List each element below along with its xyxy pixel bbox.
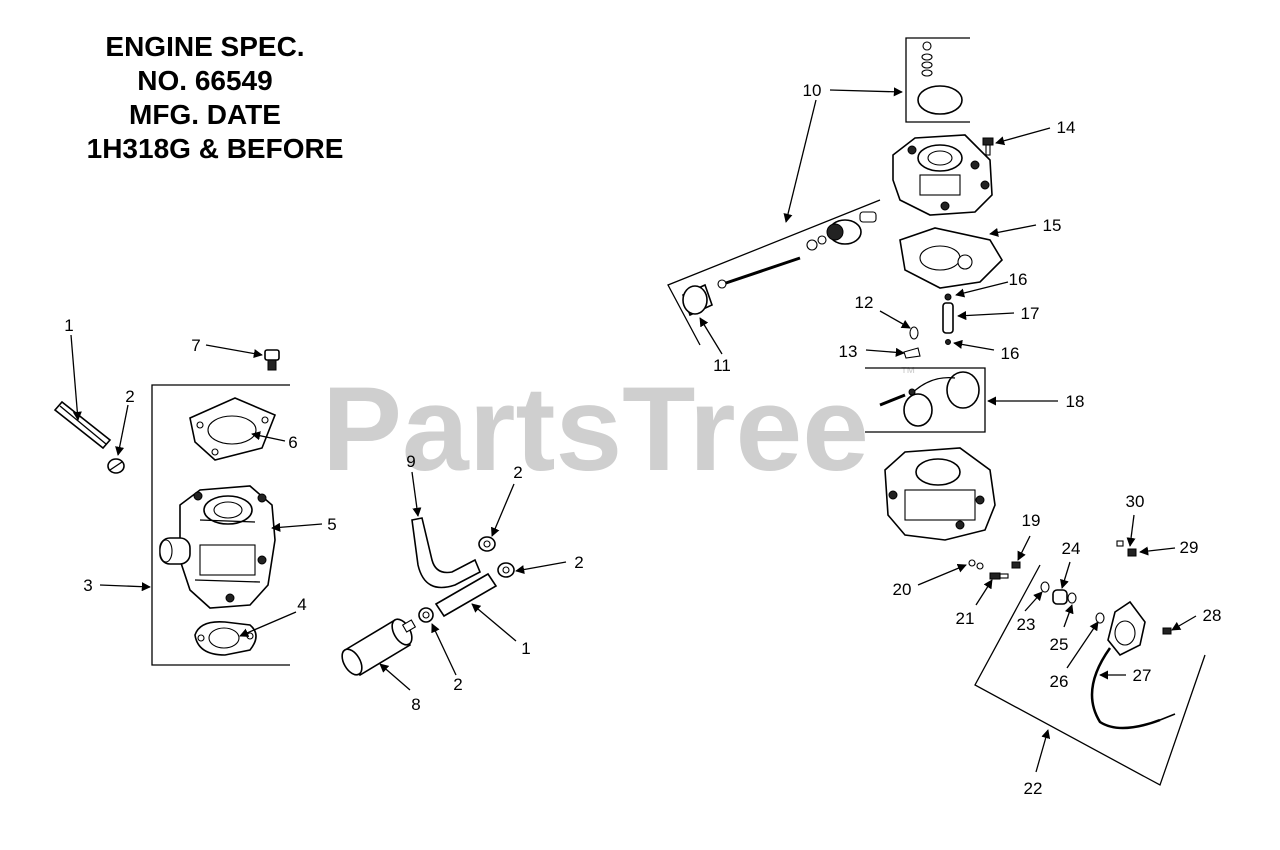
callout-20: 20 xyxy=(893,580,912,599)
callout-8: 8 xyxy=(411,695,420,714)
callout-1: 1 xyxy=(64,316,73,335)
watermark: PartsTree xyxy=(322,362,869,496)
bracket-3 xyxy=(151,384,290,666)
part-10-shaft-assembly xyxy=(717,211,877,289)
callout-12: 12 xyxy=(855,293,874,312)
left-assembly xyxy=(53,349,515,677)
callout-13: 13 xyxy=(839,342,858,361)
callout-19: 19 xyxy=(1022,511,1041,530)
callout-7: 7 xyxy=(191,336,200,355)
callout-3: 3 xyxy=(83,576,92,595)
part-2-nut xyxy=(107,458,125,474)
part-15-gasket xyxy=(899,227,1004,289)
part-17-needle xyxy=(942,293,954,345)
callout-10: 10 xyxy=(803,81,822,100)
callout-30: 30 xyxy=(1126,492,1145,511)
part-12-13-clip xyxy=(903,326,921,359)
title-line-4: 1H318G & BEFORE xyxy=(87,133,344,164)
part-5-carburetor xyxy=(159,485,276,609)
part-1-hose xyxy=(434,572,498,618)
title-line-1: ENGINE SPEC. xyxy=(105,31,304,62)
callout-27: 27 xyxy=(1133,666,1152,685)
part-1-strip xyxy=(53,400,112,450)
callout-18: 18 xyxy=(1066,392,1085,411)
part-18-float xyxy=(879,371,980,427)
callout-29: 29 xyxy=(1180,538,1199,557)
callout-23: 23 xyxy=(1017,615,1036,634)
part-9-elbow-hose xyxy=(411,517,482,589)
callout-14: 14 xyxy=(1057,118,1076,137)
callout-9: 9 xyxy=(406,452,415,471)
callout-4: 4 xyxy=(297,595,306,614)
part-4-gasket xyxy=(194,620,257,656)
parts-19-21-small xyxy=(968,559,1021,580)
callout-2c: 2 xyxy=(574,553,583,572)
upper-carburetor-body xyxy=(892,134,993,216)
lower-carburetor-body xyxy=(884,447,996,541)
part-7-screw xyxy=(264,349,280,371)
part-6-gasket xyxy=(189,397,277,461)
callout-25: 25 xyxy=(1050,635,1069,654)
title-line-3: MFG. DATE xyxy=(129,99,281,130)
callout-11: 11 xyxy=(713,356,731,375)
part-14-screw xyxy=(982,137,994,156)
part-11-bushing xyxy=(682,283,713,317)
part-2-nut-b xyxy=(478,536,496,552)
leader-lines xyxy=(70,87,1197,773)
callout-labels: 1 2 7 6 5 3 4 9 2 2 8 2 1 10 14 15 16 17… xyxy=(64,81,1221,798)
part-2-nut-c xyxy=(497,562,515,578)
callout-5: 5 xyxy=(327,515,336,534)
part-8-fuel-filter xyxy=(341,618,417,677)
callout-22: 22 xyxy=(1024,779,1043,798)
callout-2: 2 xyxy=(125,387,134,406)
callout-28: 28 xyxy=(1203,606,1222,625)
bracket-10-inset xyxy=(905,37,970,123)
callout-15: 15 xyxy=(1043,216,1062,235)
parts-23-27-solenoid xyxy=(1040,581,1176,730)
callout-16b: 16 xyxy=(1001,344,1020,363)
right-assembly xyxy=(667,37,1206,786)
callout-17: 17 xyxy=(1021,304,1040,323)
callout-2d: 2 xyxy=(453,675,462,694)
callout-6: 6 xyxy=(288,433,297,452)
callout-21: 21 xyxy=(956,609,975,628)
callout-16: 16 xyxy=(1009,270,1028,289)
bracket-18 xyxy=(865,367,986,433)
engine-spec-title: ENGINE SPEC. NO. 66549 MFG. DATE 1H318G … xyxy=(87,31,344,164)
callout-26: 26 xyxy=(1050,672,1069,691)
parts-28-30-screws xyxy=(1116,540,1172,635)
callout-2b: 2 xyxy=(513,463,522,482)
bracket-10 xyxy=(667,199,881,346)
part-10-inset-parts xyxy=(917,41,963,115)
callout-1b: 1 xyxy=(521,639,530,658)
title-line-2: NO. 66549 xyxy=(137,65,272,96)
bracket-22 xyxy=(974,564,1206,786)
callout-24: 24 xyxy=(1062,539,1081,558)
part-2-nut-d xyxy=(418,607,434,623)
watermark-trademark: ™ xyxy=(900,365,916,382)
